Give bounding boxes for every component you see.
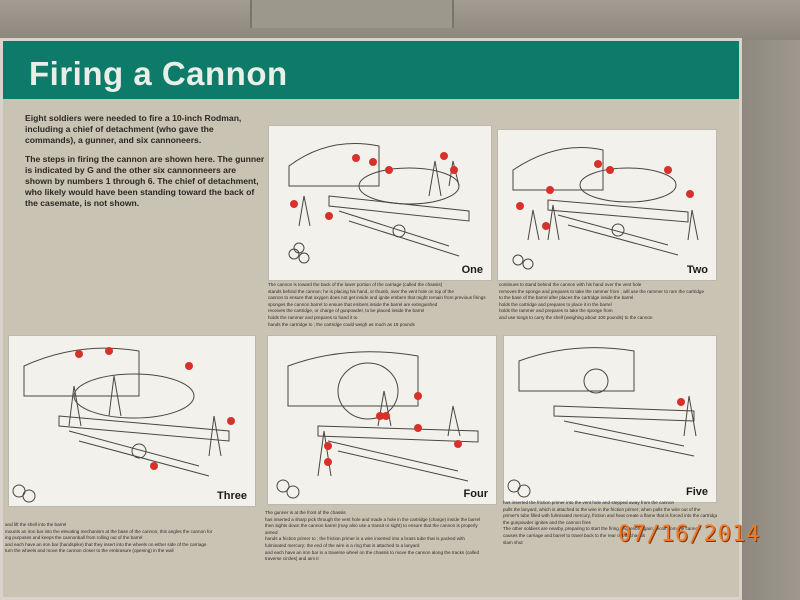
caption-one-line: hands the cartridge to ; the cartridge c… xyxy=(268,321,415,327)
sign-title: Firing a Cannon xyxy=(29,55,288,92)
panel-four: Four xyxy=(267,335,497,505)
caption-two-line: and use tongs to carry the shell (weighi… xyxy=(499,314,653,320)
caption-four-line: then sights down the cannon barrel (may … xyxy=(265,523,478,529)
caption-one-line: receives the cartridge, or charge of gun… xyxy=(268,308,425,314)
caption-one: The cannon is toward the back of the low… xyxy=(268,282,493,328)
caption-two-line: continues to stand behind the cannon wit… xyxy=(499,282,642,287)
cannon-illustration-two xyxy=(512,147,699,270)
panel-one: One xyxy=(268,125,492,281)
cannon-illustration-one xyxy=(288,143,470,264)
caption-five-line: the gunpowder ignites and the cannon fir… xyxy=(503,519,591,525)
panel-label-two: Two xyxy=(686,264,708,276)
caption-one-line: holds the rammer and prepares to hand it… xyxy=(268,314,358,320)
intro-paragraph-1: Eight soldiers were needed to fire a 10-… xyxy=(25,113,242,145)
caption-four-line: hands a friction primer to ; the frictio… xyxy=(265,536,465,542)
intro-paragraph-2: The steps in firing the cannon are shown… xyxy=(25,154,265,208)
cannon-illustration-five xyxy=(507,347,697,498)
caption-two-line: holds the cartridge and prepares to plac… xyxy=(499,301,612,307)
panel-label-four: Four xyxy=(463,488,488,500)
caption-five-line: causes the carriage and barrel to travel… xyxy=(503,532,646,538)
caption-five-line: pulls the lanyard, which is attached to … xyxy=(503,506,701,512)
caption-four-line: has inserted a sharp pick through the ve… xyxy=(265,516,481,522)
stone-wall-right xyxy=(740,40,800,600)
caption-three-line: and each have an iron bar (handspike) th… xyxy=(5,541,207,547)
caption-three-line: mounts an iron bar into the elevating me… xyxy=(5,528,213,534)
panel-two: Two xyxy=(497,129,717,281)
caption-one-line: The cannon is toward the back of the low… xyxy=(268,282,443,287)
interpretive-sign: Firing a Cannon Eight soldiers were need… xyxy=(0,38,742,600)
caption-five-line: primer's tube filled with fulminated mer… xyxy=(503,513,717,519)
caption-four-line: aimed xyxy=(265,529,278,535)
caption-one-line: sponges the cannon barrel to ensure that… xyxy=(268,301,438,307)
caption-five-line: The other soldiers are nearby, preparing… xyxy=(503,526,701,532)
caption-three-line: turn the wheels and move the cannon clos… xyxy=(5,548,174,554)
caption-four-line: and each have an iron bar in a traverse … xyxy=(265,549,479,555)
intro-text: Eight soldiers were needed to fire a 10-… xyxy=(25,113,265,217)
caption-four: The gunner is at the front of the chassi… xyxy=(265,510,497,563)
panel-label-five: Five xyxy=(685,486,708,498)
cannon-illustration-four xyxy=(276,351,479,499)
panel-five: Five xyxy=(503,335,717,503)
title-band: Firing a Cannon xyxy=(3,41,739,99)
caption-one-line: stands behind the cannon; he is placing … xyxy=(268,288,454,294)
caption-three-line: and lift the shell into the barrel xyxy=(5,522,67,527)
panel-label-one: One xyxy=(461,264,483,276)
caption-two: continues to stand behind the cannon wit… xyxy=(499,282,714,322)
caption-five-line: slam shut xyxy=(503,539,523,545)
caption-five: has inserted the friction primer into th… xyxy=(503,500,717,546)
caption-four-line: fulminated mercury; the end of the wire … xyxy=(265,542,420,548)
stone-block xyxy=(250,0,454,28)
caption-two-line: to the base of the barrel after places t… xyxy=(499,295,634,301)
caption-four-line: The gunner is at the front of the chassi… xyxy=(265,510,346,515)
panel-three: Three xyxy=(8,335,256,507)
caption-three-line: ing purposes and keeps the cannonball fr… xyxy=(5,535,143,541)
caption-five-line: has inserted the friction primer into th… xyxy=(503,500,675,505)
caption-two-line: removes the sponge and prepares to take … xyxy=(499,288,705,294)
panel-label-three: Three xyxy=(217,490,247,502)
caption-one-line: cannon to ensure that oxygen does not ge… xyxy=(268,295,486,301)
caption-two-line: holds the rammer and prepares to take th… xyxy=(499,308,613,314)
photo-date-stamp: 07/16/2014 xyxy=(618,522,761,547)
cannon-illustration-three xyxy=(12,347,235,503)
caption-four-line: traverse circles) and aim it xyxy=(265,556,319,562)
caption-three: and lift the shell into the barrel mount… xyxy=(5,522,255,555)
